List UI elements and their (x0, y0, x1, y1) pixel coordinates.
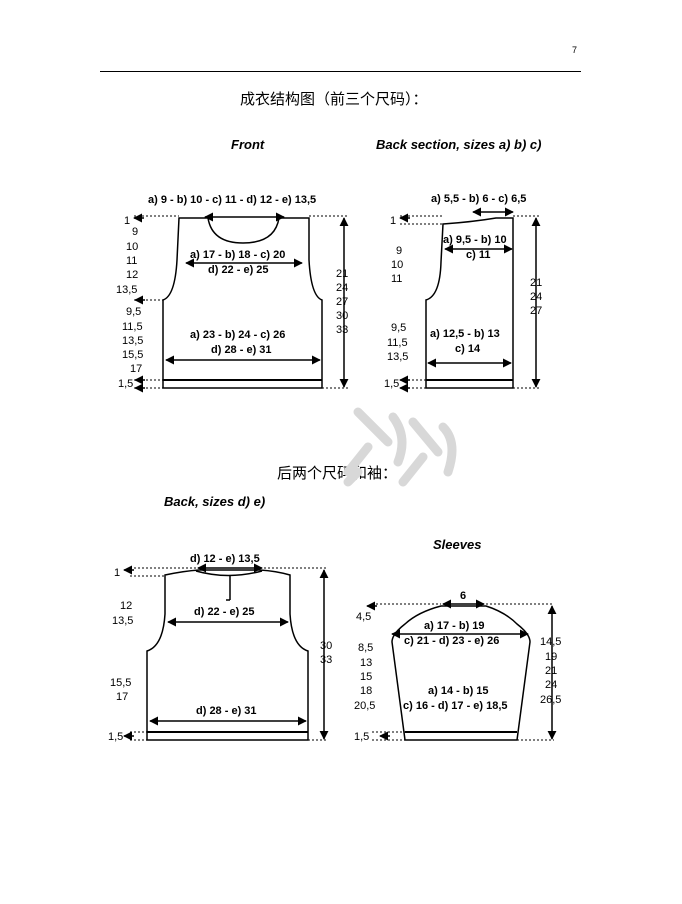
front-left-lower-value: 17 (130, 363, 142, 375)
page-number: 7 (572, 45, 578, 55)
sleeve-lower-width-label-2: c) 16 - d) 17 - e) 18,5 (403, 700, 508, 712)
front-left-value: 11 (126, 255, 137, 267)
section-heading-sizes-de-sleeves: 后两个尺码和袖： (277, 464, 398, 482)
back-abc-left-value: 10 (391, 259, 403, 271)
sleeve-upper-width-label-2: c) 21 - d) 23 - e) 26 (404, 635, 499, 647)
back-abc-outline (425, 217, 514, 389)
front-outline (162, 217, 323, 389)
front-left-lower-value: 11,5 (122, 321, 143, 333)
back-abc-neck-depth-label: 1 (390, 215, 396, 227)
back-abc-left-value: 11 (391, 273, 402, 285)
sleeve-right-value: 26,5 (540, 694, 561, 706)
back-abc-shoulder-label-1: a) 9,5 - b) 10 (443, 234, 507, 246)
back-de-left-value: 13,5 (112, 615, 133, 627)
front-left-value: 9 (132, 226, 138, 238)
front-bottom-width-label-1: a) 23 - b) 24 - c) 26 (190, 329, 285, 341)
sleeves-caption: Sleeves (433, 537, 482, 552)
back-de-left-lower-value: 17 (116, 691, 128, 703)
sleeve-left-value: 8,5 (358, 642, 373, 654)
back-de-hem-label: 1,5 (108, 731, 123, 743)
back-de-neck-depth-label: 1 (114, 567, 120, 579)
back-de-bottom-width-label: d) 28 - e) 31 (196, 705, 257, 717)
back-abc-top-width-label: a) 5,5 - b) 6 - c) 6,5 (431, 193, 526, 205)
front-mid-width-label-1: a) 17 - b) 18 - c) 20 (190, 249, 285, 261)
back-abc-caption: Back section, sizes a) b) c) (376, 137, 542, 152)
header-rule (100, 71, 581, 72)
sleeve-left-value: 20,5 (354, 700, 375, 712)
sleeve-left-value: 13 (360, 657, 372, 669)
section-heading-sizes-abc: 成衣结构图（前三个尺码）： (240, 90, 428, 108)
sleeve-hem-label: 1,5 (354, 731, 369, 743)
sleeve-cap-height-label: 4,5 (356, 611, 371, 623)
back-de-right-value: 30 (320, 640, 332, 652)
front-left-value: 10 (126, 241, 138, 253)
sleeve-right-value: 24 (545, 679, 557, 691)
back-de-caption: Back, sizes d) e) (164, 494, 266, 509)
back-de-outline (146, 569, 309, 741)
back-abc-left-value: 9 (396, 245, 402, 257)
front-bottom-width-label-2: d) 28 - e) 31 (211, 344, 272, 356)
back-abc-right-value: 24 (530, 291, 542, 303)
back-abc-left-lower-value: 9,5 (391, 322, 406, 334)
front-right-value: 30 (336, 310, 348, 322)
watermark (343, 407, 457, 487)
sleeve-right-value: 21 (545, 665, 557, 677)
front-left-lower-value: 15,5 (122, 349, 143, 361)
back-de-neck-width-label: d) 12 - e) 13,5 (190, 553, 260, 565)
back-abc-left-lower-value: 11,5 (387, 337, 408, 349)
back-de-left-lower-value: 15,5 (110, 677, 131, 689)
back-abc-diagram: a) 5,5 - b) 6 - c) 6,5 1 a) 9,5 - b) 10 … (384, 193, 542, 393)
front-left-value: 12 (126, 269, 138, 281)
back-de-mid-width-label: d) 22 - e) 25 (194, 606, 255, 618)
front-neck-depth-label: 1 (124, 215, 130, 227)
back-abc-hem-label: 1,5 (384, 378, 399, 390)
back-abc-bottom-width-label-2: c) 14 (455, 343, 481, 355)
back-abc-right-value: 21 (530, 277, 542, 289)
front-caption: Front (231, 137, 265, 152)
sleeve-right-value: 19 (545, 651, 557, 663)
front-right-value: 21 (336, 268, 348, 280)
sleeve-right-value: 14,5 (540, 636, 561, 648)
front-hem-label: 1,5 (118, 378, 133, 390)
front-right-value: 24 (336, 282, 348, 294)
back-abc-left-lower-value: 13,5 (387, 351, 408, 363)
front-top-width-label: a) 9 - b) 10 - c) 11 - d) 12 - e) 13,5 (148, 194, 316, 206)
sleeve-left-value: 15 (360, 671, 372, 683)
front-diagram: a) 9 - b) 10 - c) 11 - d) 12 - e) 13,5 1… (116, 194, 349, 393)
front-right-value: 33 (336, 324, 348, 336)
front-left-value: 13,5 (116, 284, 137, 296)
front-right-value: 27 (336, 296, 348, 308)
front-mid-width-label-2: d) 22 - e) 25 (208, 264, 269, 276)
sleeve-lower-width-label-1: a) 14 - b) 15 (428, 685, 489, 697)
back-abc-bottom-width-label-1: a) 12,5 - b) 13 (430, 328, 500, 340)
back-de-diagram: d) 12 - e) 13,5 1 12 13,5 d) 22 - e) 25 … (108, 553, 332, 743)
back-abc-right-value: 27 (530, 305, 542, 317)
sleeves-diagram: 6 4,5 a) 17 - b) 19 c) 21 - d) 23 - e) 2… (354, 590, 561, 743)
front-left-lower-value: 9,5 (126, 306, 141, 318)
front-left-lower-value: 13,5 (122, 335, 143, 347)
back-de-left-value: 12 (120, 600, 132, 612)
back-abc-shoulder-label-2: c) 11 (466, 249, 490, 261)
sleeve-upper-width-label-1: a) 17 - b) 19 (424, 620, 485, 632)
sleeve-left-value: 18 (360, 685, 372, 697)
sleeve-top-width-label: 6 (460, 590, 466, 602)
back-de-right-value: 33 (320, 654, 332, 666)
